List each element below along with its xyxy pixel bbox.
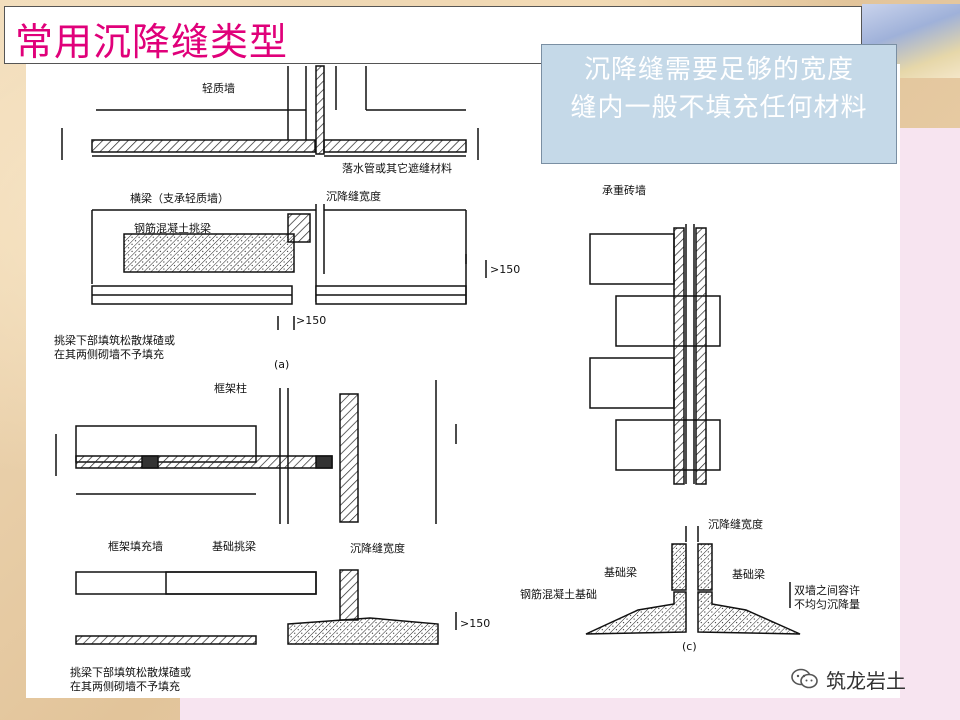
- label-note-a-line2: 在其两侧砌墙不予填充: [54, 348, 164, 361]
- label-joint-width-c: 沉降缝宽度: [708, 518, 763, 531]
- label-rc-foundation: 钢筋混凝土基础: [520, 588, 597, 601]
- label-allowance-line1: 双墙之间容许: [794, 584, 860, 597]
- label-frame-infill-wall: 框架填充墙: [108, 540, 163, 553]
- label-light-wall: 轻质墙: [202, 82, 235, 95]
- label-drain-pipe: 落水管或其它遮缝材料: [342, 162, 452, 175]
- figure-a-drawing: [61, 65, 487, 330]
- figure-c-drawing: [585, 224, 801, 635]
- label-joint-width-a: 沉降缝宽度: [326, 190, 381, 203]
- label-bearing-brick-wall: 承重砖墙: [602, 184, 646, 197]
- label-joint-width-b: 沉降缝宽度: [350, 542, 405, 555]
- label-caption-c: (c): [682, 640, 697, 653]
- label-foundation-beam-right: 基础梁: [732, 568, 765, 581]
- note-box: 沉降缝需要足够的宽度 缝内一般不填充任何材料: [541, 44, 897, 164]
- note-line-1: 沉降缝需要足够的宽度: [583, 55, 854, 85]
- watermark-text: 筑龙岩土: [826, 668, 906, 693]
- label-rc-cantilever: 钢筋混凝土挑梁: [134, 222, 211, 235]
- label-frame-column: 框架柱: [214, 382, 247, 395]
- drawing-area: 轻质墙 落水管或其它遮缝材料 横梁（支承轻质墙） 沉降缝宽度 钢筋混凝土挑梁 >…: [26, 64, 900, 698]
- watermark: 筑龙岩土: [790, 666, 906, 693]
- label-dim-150-bottom-a: >150: [296, 314, 327, 327]
- label-note-a-line1: 挑梁下部填筑松散煤碴或: [54, 334, 175, 347]
- figure-b-drawing: [55, 380, 457, 645]
- pink-margin-bottom: [180, 698, 960, 720]
- note-line-2: 缝内一般不填充任何材料: [570, 93, 868, 123]
- label-cross-beam: 横梁（支承轻质墙）: [130, 192, 229, 205]
- label-foundation-beam-left: 基础梁: [604, 566, 637, 579]
- label-dim-150-b: >150: [460, 617, 491, 630]
- label-caption-a: (a): [274, 358, 290, 371]
- label-note-b-line1: 挑梁下部填筑松散煤碴或: [70, 666, 191, 679]
- label-foundation-cantilever: 基础挑梁: [212, 540, 256, 553]
- label-allowance-line2: 不均匀沉降量: [794, 598, 860, 611]
- wechat-icon: [791, 668, 818, 689]
- label-note-b-line2: 在其两侧砌墙不予填充: [70, 680, 180, 693]
- settlement-joint-drawings: [55, 65, 801, 645]
- pink-margin-right: [900, 128, 960, 720]
- slide-title: 常用沉降缝类型: [15, 20, 289, 64]
- label-dim-150-right-a: >150: [490, 263, 521, 276]
